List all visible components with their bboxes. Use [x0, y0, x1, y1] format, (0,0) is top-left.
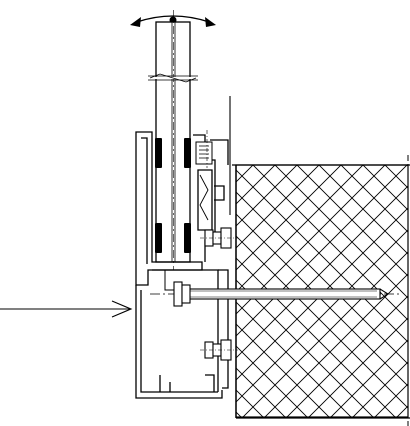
nuts-and-washers — [173, 227, 238, 361]
clip-screw-detail — [195, 130, 213, 168]
rubber-gaskets — [155, 138, 191, 253]
load-arrow — [0, 300, 133, 318]
